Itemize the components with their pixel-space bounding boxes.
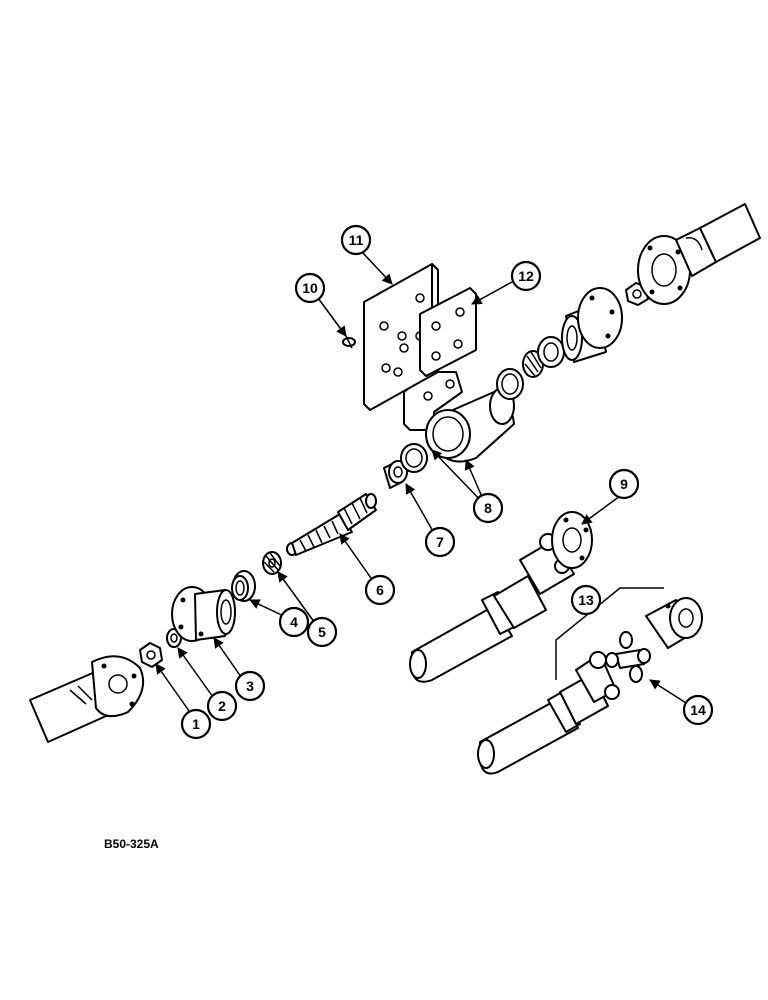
svg-text:1: 1: [192, 716, 200, 732]
part-3-flange-yoke: [171, 586, 236, 642]
part-12-shim-plate: [419, 287, 477, 377]
svg-text:12: 12: [518, 268, 534, 284]
svg-text:14: 14: [690, 702, 706, 718]
svg-text:11: 11: [349, 232, 364, 248]
part-6-splined-shaft: [286, 493, 377, 556]
part-9-drive-shaft: [409, 511, 593, 683]
svg-text:8: 8: [484, 500, 492, 516]
bearing-cone-outer: [522, 336, 565, 378]
callout-4: 4: [278, 606, 310, 638]
bearing-cup-outer: [496, 368, 524, 400]
callout-8: 8: [472, 492, 504, 524]
part-1-nut: [139, 642, 163, 668]
part-10-bolt: [342, 335, 356, 349]
part-5-bearing-cone: [262, 551, 282, 575]
svg-text:4: 4: [290, 614, 298, 630]
svg-text:7: 7: [436, 534, 444, 550]
svg-text:2: 2: [218, 698, 226, 714]
callout-12: 12: [510, 260, 542, 292]
callout-11: 11: [340, 224, 372, 256]
callout-13: 13: [570, 584, 602, 616]
drawing-code: B50-325A: [104, 837, 159, 851]
callout-1: 1: [180, 708, 212, 740]
callout-9: 9: [608, 468, 640, 500]
svg-text:3: 3: [246, 678, 254, 694]
part-14-cross-kit: [605, 597, 703, 683]
svg-text:10: 10: [302, 280, 318, 296]
callout-5: 5: [306, 616, 338, 648]
callout-6: 6: [364, 574, 396, 606]
callout-14: 14: [682, 694, 714, 726]
svg-text:13: 13: [578, 592, 594, 608]
callout-2: 2: [206, 690, 238, 722]
callout-10: 10: [294, 272, 326, 304]
callout-3: 3: [234, 670, 266, 702]
right-drive-shaft: [637, 203, 761, 305]
part-8-bearing-cup: [400, 443, 428, 473]
callout-7: 7: [424, 526, 456, 558]
svg-text:9: 9: [620, 476, 628, 492]
part-13-shaft-assembly: [477, 651, 620, 775]
right-flange-yoke: [561, 287, 623, 363]
svg-text:6: 6: [376, 582, 384, 598]
svg-text:5: 5: [318, 624, 326, 640]
part-4-bearing-cup: [231, 570, 256, 602]
left-drive-shaft: [29, 655, 144, 743]
bearing-housing: [403, 371, 515, 463]
